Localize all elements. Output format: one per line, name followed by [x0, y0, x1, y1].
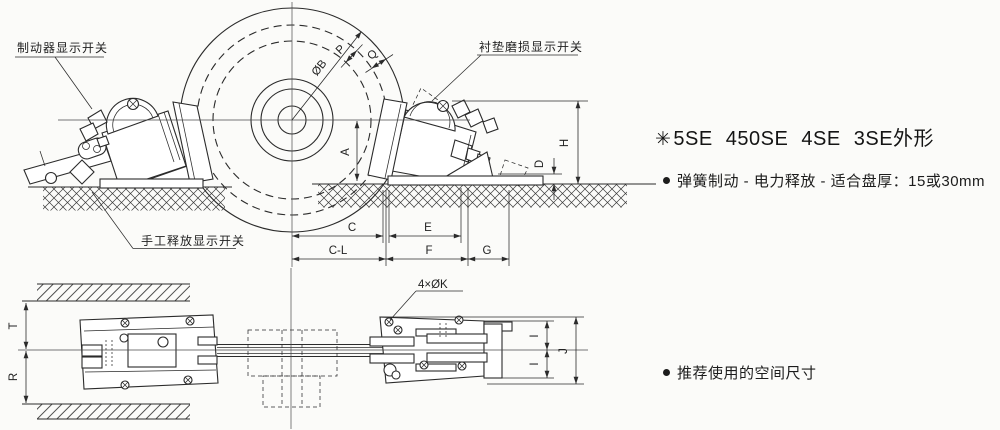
dimension-extension-lines	[382, 188, 510, 266]
callout-pad-wear-switch-label: 衬垫磨损显示开关	[479, 39, 583, 54]
bullet-dot	[663, 369, 670, 376]
dimension-q: Q	[365, 48, 394, 73]
dimension-t: T	[8, 303, 29, 349]
dimension-j: J	[380, 316, 584, 385]
bullet-dot	[663, 177, 670, 184]
note-brake-spec: 弹簧制动 - 电力释放 - 适合盘厚：15或30mm	[663, 170, 985, 191]
title-marker: ✳	[655, 129, 672, 150]
callout-brake-switch: 制动器显示开关	[15, 41, 108, 110]
callout-manual-release-switch-label: 手工释放显示开关	[141, 233, 245, 248]
dim-label-bolt-holes: 4×ØK	[418, 279, 448, 291]
ground-hatch-left	[28, 186, 232, 211]
wall-section-bottom	[22, 403, 190, 420]
right-brake-assembly	[367, 87, 544, 187]
dim-label-q: Q	[365, 48, 380, 63]
left-caliper-plan	[79, 314, 219, 390]
ground-hatch-right	[312, 183, 656, 208]
dim-label-i-lower: I	[529, 362, 541, 365]
dimension-a: A	[340, 121, 360, 181]
dim-label-r: R	[8, 373, 20, 381]
callout-manual-release-switch: 手工释放显示开关	[91, 191, 245, 249]
dimension-h: H	[452, 100, 588, 184]
dimension-g: G	[468, 245, 509, 262]
page-title: ✳5SE 450SE 4SE 3SE外形	[655, 122, 934, 151]
dim-label-e: E	[424, 222, 432, 234]
dim-label-a: A	[340, 148, 352, 156]
callout-brake-switch-label: 制动器显示开关	[17, 41, 108, 55]
wall-section-top	[22, 283, 190, 302]
dimension-diameter-b: ØB	[291, 31, 362, 121]
note-space-recommendation-text: 推荐使用的空间尺寸	[677, 365, 817, 382]
right-caliper-plan	[369, 315, 513, 384]
dim-label-i-upper: I	[529, 334, 541, 337]
right-caliper-bolts	[384, 315, 467, 380]
callout-bolt-holes: 4×ØK	[389, 279, 463, 321]
dim-label-h: H	[559, 139, 571, 147]
left-caliper-bolts	[119, 316, 195, 390]
dimension-d: D	[498, 158, 562, 200]
dim-label-f: F	[425, 245, 432, 257]
dimension-r: R	[8, 351, 29, 403]
dim-label-d: D	[534, 160, 546, 168]
dim-label-c-minus-l: C-L	[329, 245, 348, 257]
dimension-e: E	[389, 222, 461, 239]
dimension-c: C	[292, 222, 383, 239]
page-title-text: 5SE 450SE 4SE 3SE外形	[673, 128, 935, 150]
dimension-i: I I	[484, 320, 554, 379]
dim-label-t: T	[8, 322, 20, 329]
dim-label-j: J	[558, 348, 570, 354]
disc-section-hidden	[247, 329, 338, 408]
dim-label-c: C	[348, 222, 356, 234]
note-space-recommendation: 推荐使用的空间尺寸	[663, 362, 817, 383]
callout-pad-wear-switch: 衬垫磨损显示开关	[431, 39, 583, 102]
note-brake-spec-text: 弹簧制动 - 电力释放 - 适合盘厚：15或30mm	[677, 173, 986, 190]
left-brake-assembly	[23, 97, 214, 189]
dim-label-g: G	[483, 245, 492, 257]
dimension-c-minus-l: C-L	[292, 245, 386, 262]
dimension-f: F	[386, 245, 468, 262]
